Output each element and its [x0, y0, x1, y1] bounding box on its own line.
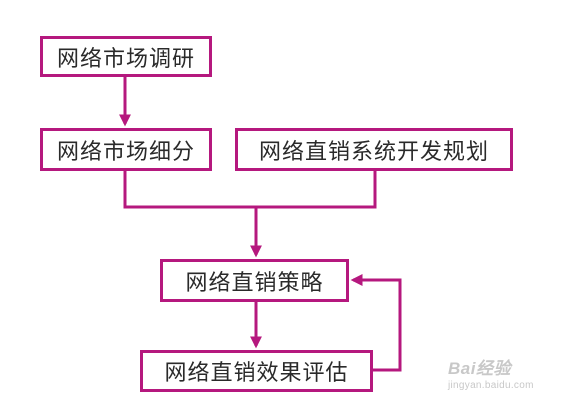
edge-feedback-evaluation-to-strategy	[350, 274, 402, 372]
node-direct-sales-evaluation-label: 网络直销效果评估	[164, 361, 349, 386]
node-direct-sales-system-planning-label: 网络直销系统开发规划	[258, 139, 489, 165]
node-direct-sales-strategy-label: 网络直销策略	[185, 270, 324, 296]
node-market-research-label: 网络市场调研	[56, 46, 195, 72]
watermark: Bai经验 jingyan.baidu.com	[448, 354, 578, 391]
node-direct-sales-strategy: 网络直销策略	[160, 259, 349, 302]
watermark-url: jingyan.baidu.com	[448, 380, 534, 391]
node-market-research: 网络市场调研	[40, 36, 212, 77]
node-direct-sales-evaluation: 网络直销效果评估	[140, 350, 373, 392]
node-market-segmentation: 网络市场细分	[40, 128, 212, 171]
watermark-logo: Bai经验	[448, 359, 511, 378]
node-market-segmentation-label: 网络市场细分	[56, 139, 195, 165]
edge-merge-to-strategy	[123, 171, 377, 209]
node-direct-sales-system-planning: 网络直销系统开发规划	[235, 128, 513, 171]
